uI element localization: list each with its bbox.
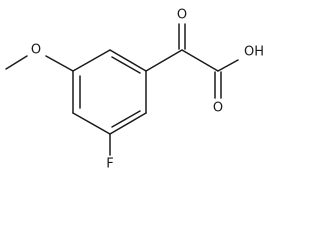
atom-label-hydroxyl: OH: [244, 45, 264, 60]
atom-label-ketone-oxygen: O: [177, 8, 187, 23]
ring-double-bond-2: [111, 110, 141, 128]
atom-label-ether-oxygen: O: [31, 43, 41, 58]
bond-oxygen-ring: [45, 55, 74, 72]
ring-bond-4: [109, 112, 147, 135]
atom-label-carbonyl-oxygen: O: [213, 101, 223, 116]
bond-methyl-oxygen: [5, 55, 28, 70]
bond-ring-ketone-carbon: [145, 49, 183, 72]
ring-bond-2: [109, 49, 147, 72]
chemical-structure-diagram: O F O O OH: [5, 8, 264, 172]
atom-label-fluorine: F: [106, 157, 113, 172]
bond-ketone-acid-carbon: [181, 49, 219, 72]
bond-acid-hydroxyl: [217, 59, 239, 72]
ring-bond-1: [72, 49, 111, 72]
ring-double-bond-1: [111, 56, 141, 74]
ring-bond-5: [72, 112, 111, 135]
